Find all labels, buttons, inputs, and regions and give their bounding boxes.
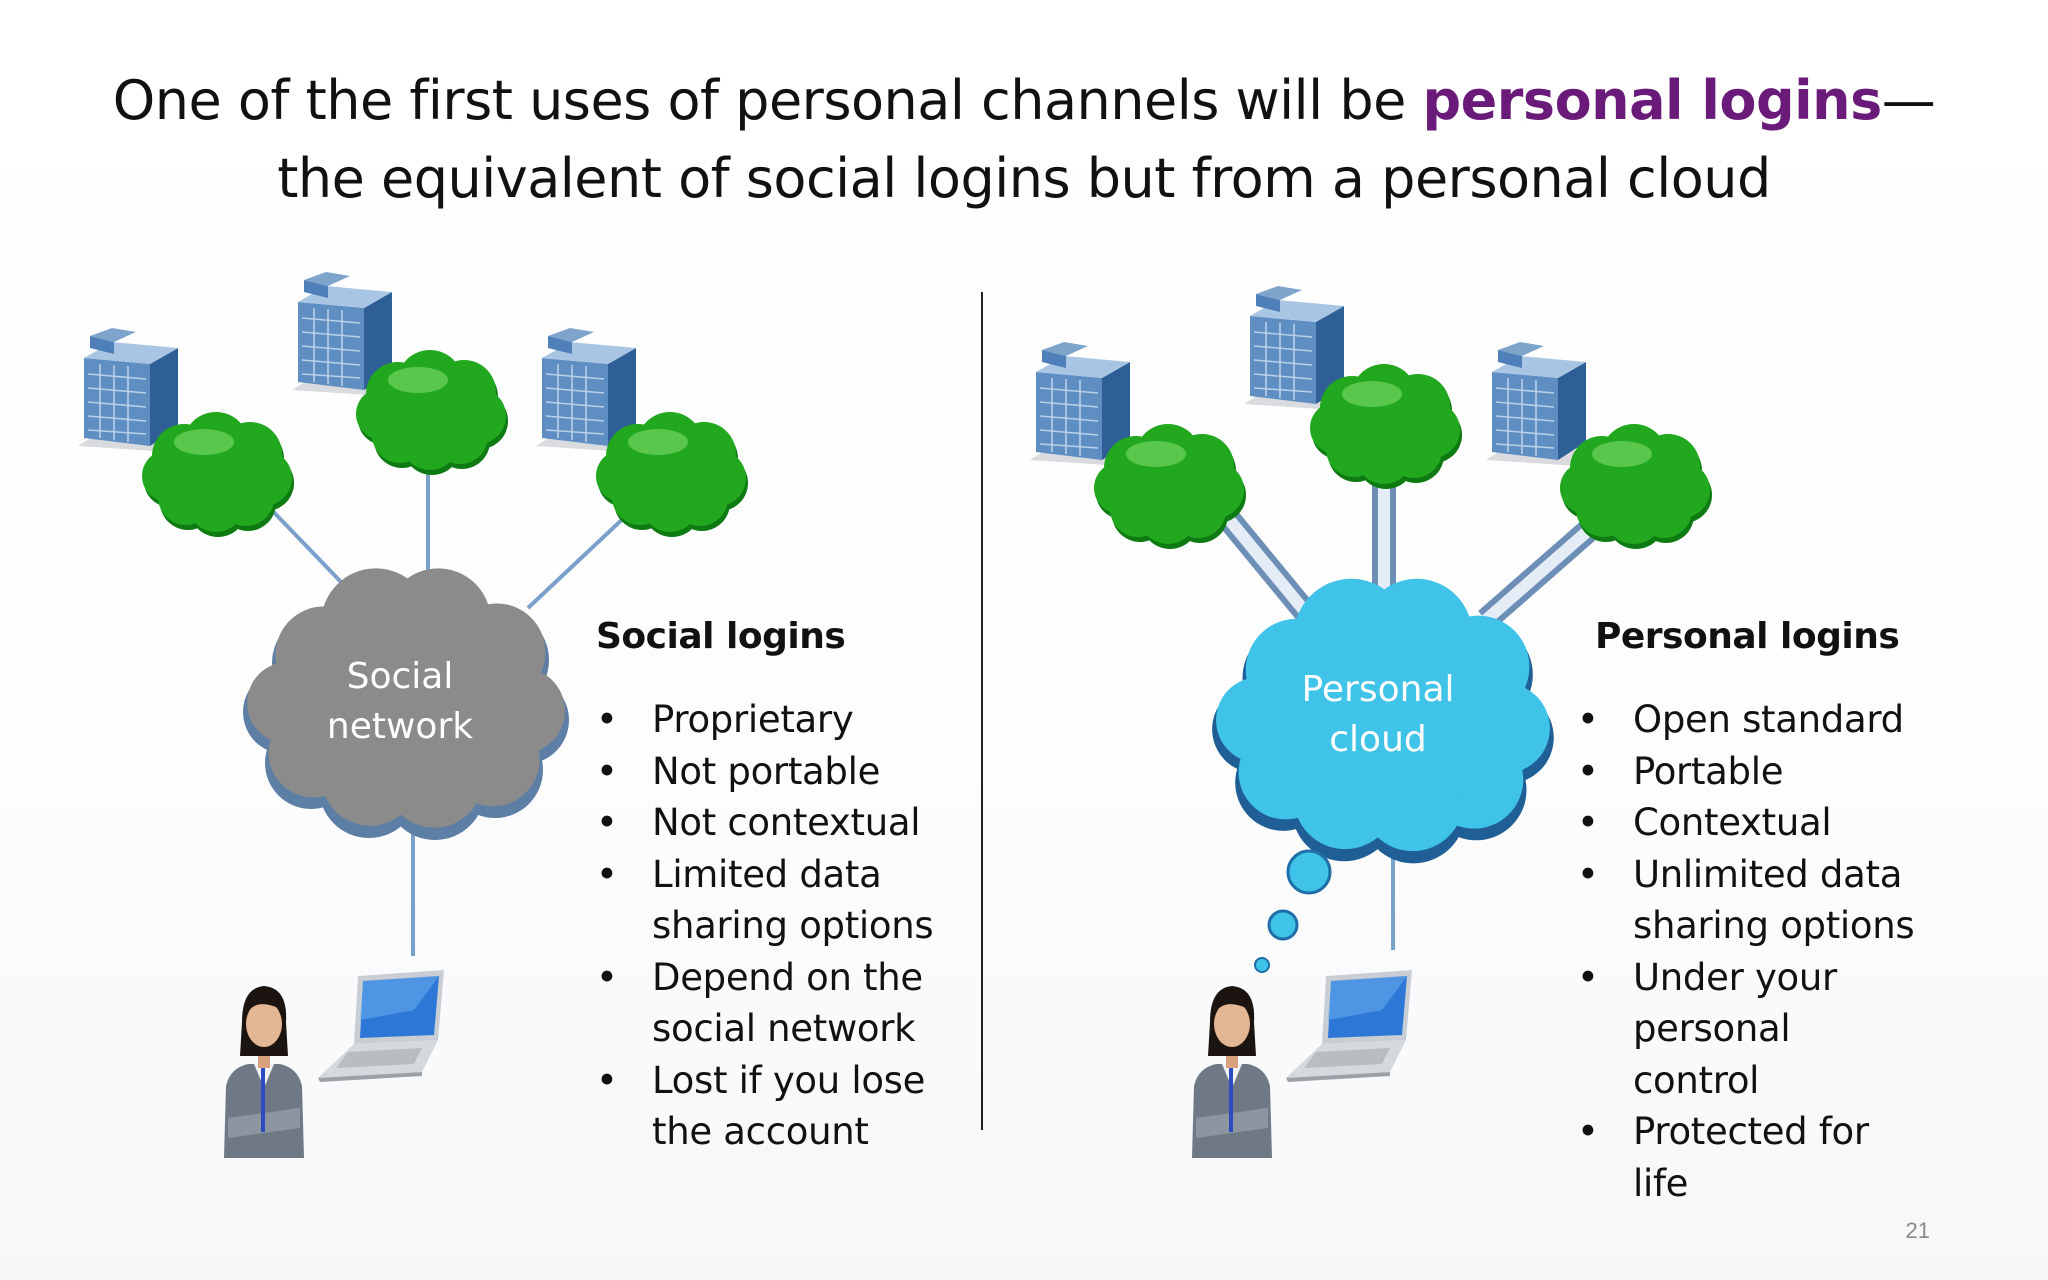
- user-woman-icon: [1192, 986, 1272, 1158]
- user-woman-icon: [224, 986, 304, 1158]
- title-line-1: One of the first uses of personal channe…: [0, 62, 2048, 140]
- list-item: Protected for life: [1577, 1106, 1927, 1209]
- list-item: Open standard: [1577, 694, 1927, 746]
- social-logins-heading: Social logins: [596, 616, 846, 657]
- personal-cloud-label: Personal cloud: [1278, 665, 1478, 765]
- list-item: Limited data sharing options: [596, 849, 936, 952]
- title-highlight: personal logins: [1422, 69, 1883, 132]
- title-text-pre: One of the first uses of personal channe…: [112, 69, 1423, 132]
- right-connectors: [1208, 470, 1606, 950]
- personal-cloud-label-line-1: Personal: [1301, 669, 1455, 710]
- slide-title: One of the first uses of personal channe…: [0, 62, 2048, 218]
- personal-logins-heading: Personal logins: [1595, 616, 1900, 657]
- page-number: 21: [1905, 1218, 1930, 1243]
- laptop-icon: [318, 970, 444, 1082]
- green-cloud-icon: [142, 412, 294, 537]
- green-cloud-icon: [1310, 364, 1462, 489]
- green-cloud-icon: [596, 412, 748, 537]
- list-item: Contextual: [1577, 797, 1927, 849]
- list-item: Unlimited data sharing options: [1577, 849, 1927, 952]
- list-item: Proprietary: [596, 694, 936, 746]
- green-cloud-icon: [356, 350, 508, 475]
- list-item: Not portable: [596, 746, 936, 798]
- social-network-label-line-2: network: [326, 706, 474, 747]
- list-item: Lost if you lose the account: [596, 1055, 936, 1158]
- social-network-label-line-1: Social: [346, 656, 454, 697]
- title-dash: —: [1881, 69, 1936, 132]
- green-cloud-icon: [1094, 424, 1246, 549]
- list-item: Not contextual: [596, 797, 936, 849]
- personal-cloud-label-line-2: cloud: [1329, 719, 1427, 760]
- social-logins-list: Proprietary Not portable Not contextual …: [596, 694, 936, 1158]
- social-network-label: Social network: [300, 652, 500, 752]
- list-item: Under your personal control: [1577, 952, 1927, 1107]
- thought-bubbles: [1254, 849, 1332, 973]
- connector-left-3: [526, 512, 630, 610]
- list-item: Depend on the social network: [596, 952, 936, 1055]
- laptop-icon: [1286, 970, 1412, 1082]
- tube-right-3: [1478, 512, 1606, 630]
- personal-logins-list: Open standard Portable Contextual Unlimi…: [1577, 694, 1927, 1209]
- tube-right-1: [1208, 498, 1322, 628]
- list-item: Portable: [1577, 746, 1927, 798]
- title-line-2: the equivalent of social logins but from…: [277, 147, 1771, 210]
